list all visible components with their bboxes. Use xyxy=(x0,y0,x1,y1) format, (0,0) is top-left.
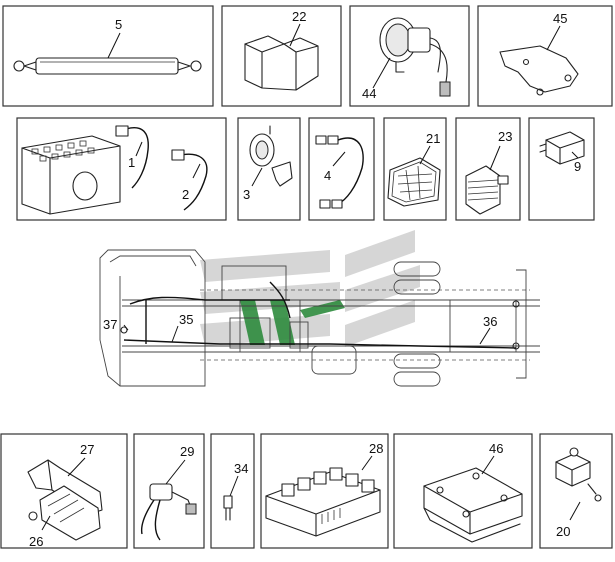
callout-45: 45 xyxy=(553,11,567,26)
callout-37: 37 xyxy=(103,317,117,332)
callout-1: 1 xyxy=(128,155,135,170)
part-4-box[interactable]: 4 xyxy=(308,117,375,221)
callout-20: 20 xyxy=(556,524,570,539)
callout-28: 28 xyxy=(369,441,383,456)
callout-3: 3 xyxy=(243,187,250,202)
part-44-box[interactable]: 44 xyxy=(349,5,470,107)
callout-46: 46 xyxy=(489,441,503,456)
callout-9: 9 xyxy=(574,159,581,174)
callout-26: 26 xyxy=(29,534,43,549)
part-28-box[interactable]: 28 xyxy=(260,433,389,549)
part-21-box[interactable]: 21 xyxy=(383,117,447,221)
part-3-box[interactable]: 3 xyxy=(237,117,301,221)
callout-35: 35 xyxy=(179,312,193,327)
callout-29: 29 xyxy=(180,444,194,459)
chassis-harness-view: 37 35 36 xyxy=(99,249,540,387)
part-34-box[interactable]: 34 xyxy=(210,433,255,549)
part-26-27-box[interactable]: 27 26 xyxy=(0,433,128,549)
part-23-box[interactable]: 23 xyxy=(455,117,521,221)
part-46-box[interactable]: 46 xyxy=(393,433,533,549)
part-9-box[interactable]: 9 xyxy=(528,117,595,221)
part-22-box[interactable]: 22 xyxy=(221,5,342,107)
callout-4: 4 xyxy=(324,168,331,183)
callout-21: 21 xyxy=(426,131,440,146)
callout-36: 36 xyxy=(483,314,497,329)
part-20-box[interactable]: 20 xyxy=(539,433,613,549)
part-1-2-box[interactable]: 1 2 xyxy=(16,117,227,221)
callout-44: 44 xyxy=(362,86,376,101)
callout-5: 5 xyxy=(115,17,122,32)
part-45-box[interactable]: 45 xyxy=(477,5,613,107)
callout-27: 27 xyxy=(80,442,94,457)
part-5-box[interactable]: 5 xyxy=(2,5,214,107)
part-29-box[interactable]: 29 xyxy=(133,433,205,549)
callout-34: 34 xyxy=(234,461,248,476)
callout-23: 23 xyxy=(498,129,512,144)
watermark-logo xyxy=(200,230,420,347)
callout-2: 2 xyxy=(182,187,189,202)
callout-22: 22 xyxy=(292,9,306,24)
